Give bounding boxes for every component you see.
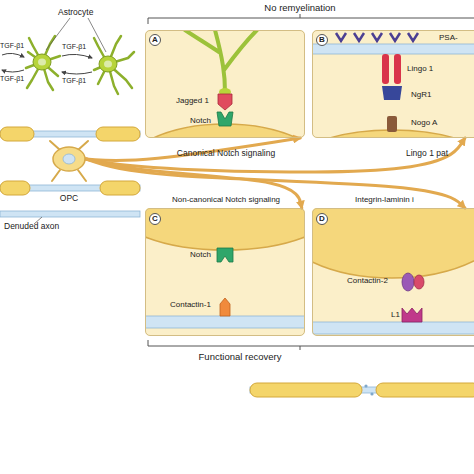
astrocyte-nucleus [104, 61, 112, 68]
opc-nucleus [63, 154, 75, 164]
bracket [148, 14, 474, 24]
molecule-label: Lingo 1 [407, 65, 433, 74]
myelin-sheath [96, 127, 140, 141]
cell-outline [52, 146, 86, 172]
cell-label: OPC [46, 194, 92, 203]
axon-membrane [145, 316, 305, 328]
panel-illustration [312, 208, 474, 334]
signal-arrow [86, 138, 465, 172]
astrocyte-process [94, 36, 134, 94]
nogo-a-protein [387, 116, 397, 132]
panel-letter: B [316, 34, 328, 46]
mechanism-panel: CNon-canonical Notch signalingNotchConta… [145, 208, 305, 336]
panel-letter: A [149, 34, 161, 46]
factor-label: TGF-β1 [62, 77, 86, 85]
node-of-ranvier-channel [370, 392, 373, 395]
molecule-label: NgR1 [411, 91, 431, 100]
signal-arrow [86, 159, 465, 208]
molecule-label: Contactin-2 [347, 277, 388, 286]
panel-title: Non-canonical Notch signaling [146, 196, 306, 205]
opc-body [53, 147, 85, 171]
outcome-label: Functional recovery [180, 352, 300, 362]
molecule-label: Notch [190, 117, 211, 126]
astrocyte-process [185, 30, 257, 92]
axon-membrane [312, 44, 474, 54]
myelin-sheath [250, 383, 362, 397]
panel-letter: D [316, 213, 328, 225]
astrocyte-nucleus [38, 59, 46, 66]
myelin-sheath [0, 181, 30, 195]
panel-illustration [145, 208, 305, 328]
myelin-sheath [0, 127, 34, 141]
secretion-arrow [62, 72, 92, 74]
panel-fill [312, 30, 474, 138]
astrocyte-cell [26, 36, 60, 90]
panel-letter: C [149, 213, 161, 225]
mechanism-panel: DIntegrin-laminin iContactin-2L1 [312, 208, 474, 336]
panel-title: Lingo 1 pat [406, 149, 448, 158]
molecule-label: Notch [190, 251, 211, 260]
molecule-label: Contactin-1 [170, 301, 211, 310]
opc-cell [145, 208, 305, 250]
contactin2-protein [402, 273, 414, 291]
mechanism-panel: BPSA-Lingo 1NgR1Nogo ALingo 1 pat [312, 30, 474, 138]
panel-illustration [145, 30, 305, 138]
contactin1-protein [220, 298, 230, 316]
denuded-axon [0, 211, 140, 217]
outcome-label: No remyelination [240, 3, 360, 13]
secretion-arrow [62, 54, 92, 58]
opc-process [50, 141, 88, 181]
binding-partner [414, 275, 424, 289]
astrocyte-body [99, 56, 117, 72]
notch-receptor [217, 112, 233, 126]
astrocyte-process [26, 36, 60, 90]
factor-label: TGF-β1 [0, 42, 24, 50]
secretion-arrow [2, 70, 24, 72]
panel-title: Integrin-laminin i [355, 196, 414, 205]
astrocyte-body [33, 54, 51, 70]
panel-fill [145, 30, 305, 138]
myelin-sheath [100, 181, 140, 195]
bracket [148, 340, 474, 350]
axon-membrane [312, 322, 474, 334]
jagged-ligand [218, 94, 232, 110]
l1-protein [402, 308, 422, 322]
panel-title: Canonical Notch signaling [146, 149, 306, 158]
factor-label: TGF-β1 [62, 43, 86, 51]
secretion-arrow [2, 53, 24, 57]
molecule-label: PSA- [439, 34, 458, 43]
lingo1-protein [382, 54, 389, 84]
factor-label: TGF-β1 [0, 75, 24, 83]
opc-cell [312, 208, 474, 278]
leader-line [46, 18, 106, 52]
molecule-label: Nogo A [411, 119, 437, 128]
molecule-label: Jagged 1 [176, 97, 209, 106]
ngr1-receptor [382, 86, 402, 100]
panel-illustration [312, 33, 474, 138]
node-of-ranvier-channel [364, 384, 367, 387]
notch-receptor [217, 248, 233, 262]
mechanism-panel: AJagged 1NotchCanonical Notch signaling [145, 30, 305, 138]
opc-cell: OPC [52, 146, 86, 172]
structure-label: Denuded axon [4, 222, 59, 231]
cell-type-label: Astrocyte [58, 8, 93, 17]
astrocyte-cell [94, 36, 134, 94]
lingo1-protein [394, 54, 401, 84]
molecule-label: L1 [391, 311, 400, 320]
myelin-sheath [376, 383, 474, 397]
psa-chain [336, 33, 418, 41]
